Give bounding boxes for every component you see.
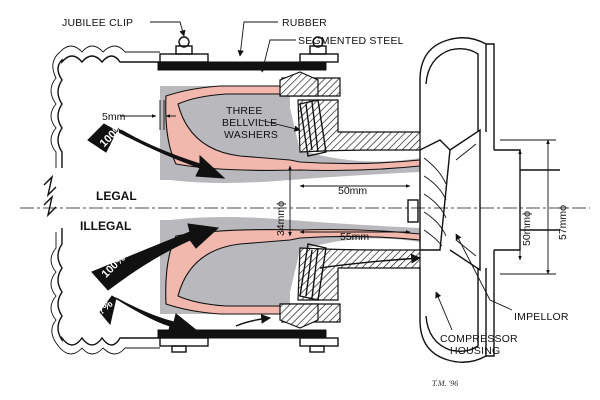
flow-arrow-middle: 100%	[91, 223, 220, 291]
label-segmented-steel: SEGMENTED STEEL	[298, 35, 404, 47]
dim-50mm-text: 50mm	[338, 185, 367, 197]
signature: T.M. '96	[432, 379, 458, 388]
leader-compressor	[435, 291, 453, 331]
label-jubilee-clip: JUBILEE CLIP	[62, 17, 133, 29]
label-bellville-3: WASHERS	[224, 129, 278, 141]
segmented-steel-ring-top	[279, 71, 319, 97]
label-compressor-2: HOUSING	[450, 345, 500, 357]
dim-5mm-text: 5mm	[102, 111, 126, 123]
dim-57mm-phi-text: 57mmϕ	[557, 205, 569, 240]
leader-segmented-steel	[260, 39, 296, 73]
label-legal: LEGAL	[96, 189, 137, 203]
label-bellville-2: BELLVILLE	[222, 117, 277, 129]
dim-5mm	[120, 100, 176, 130]
bellville-washers-bottom	[299, 243, 327, 301]
jubilee-screw-top-right	[309, 36, 327, 55]
jubilee-screw-top-left	[175, 36, 193, 55]
leader-jubilee-clip	[150, 21, 186, 37]
leader-rubber	[237, 21, 278, 57]
segmented-steel-ring-bottom	[279, 303, 319, 329]
dim-55mm-text: 55mm	[340, 231, 369, 243]
leak-arrow-1	[235, 314, 271, 327]
leader-bellville	[259, 119, 301, 132]
compressor-housing	[419, 37, 560, 363]
leak-arrow-2	[319, 253, 421, 269]
bellville-washers-top	[299, 99, 327, 157]
dim-57mm-phi	[500, 139, 556, 275]
label-bellville-1: THREE	[226, 105, 263, 117]
jubilee-screw-bottom-right	[309, 345, 325, 353]
jubilee-screw-bottom-left	[171, 345, 187, 353]
dim-34mm-text: 34mmϕ	[275, 201, 287, 236]
label-illegal: ILLEGAL	[80, 219, 131, 233]
impellor	[407, 128, 481, 272]
label-rubber: RUBBER	[282, 17, 327, 29]
label-compressor-1: COMPRESSOR	[440, 333, 518, 345]
leader-impellor	[455, 233, 513, 311]
dim-50mm-phi-text: 50mmϕ	[521, 211, 533, 246]
label-impellor: IMPELLOR	[514, 311, 569, 323]
rubber-hose	[43, 45, 160, 355]
